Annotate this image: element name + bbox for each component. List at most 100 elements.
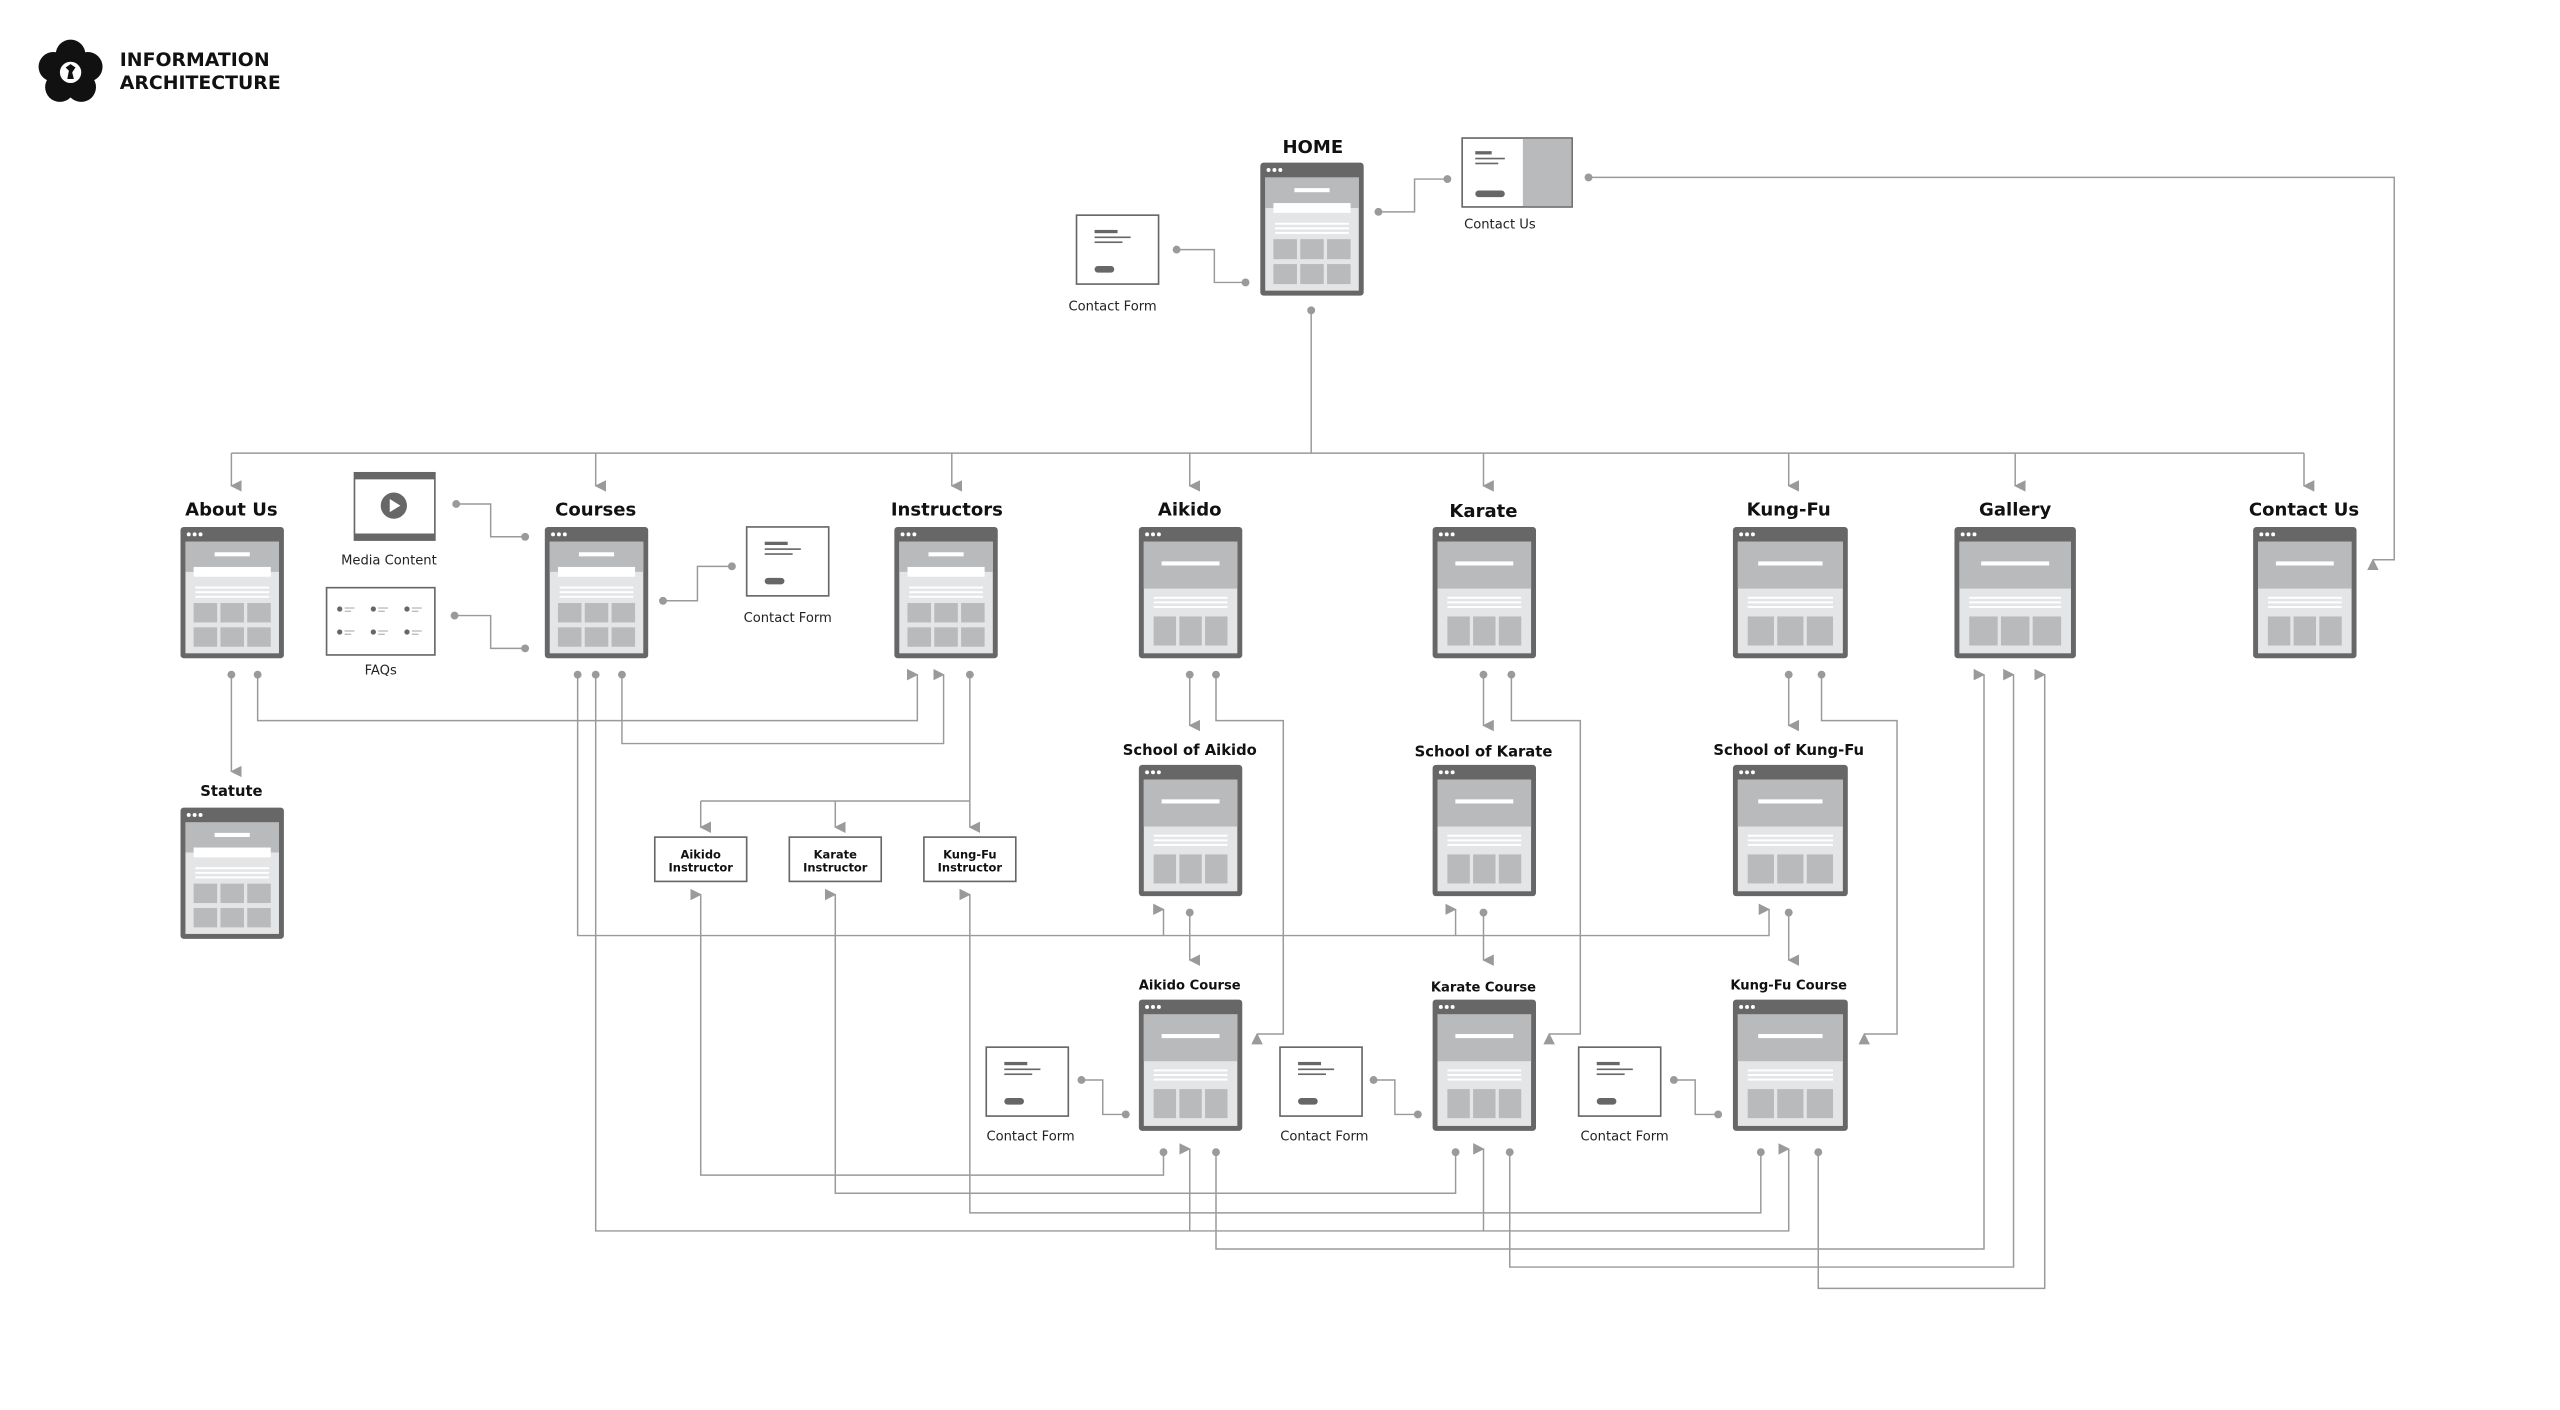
flower-crest-icon [38, 39, 103, 102]
media-content-card[interactable] [353, 471, 436, 541]
label-karate-instructor-2: Instructor [803, 861, 868, 875]
page-aikido-course[interactable] [1138, 999, 1243, 1131]
label-contact-form-home: Contact Form [1069, 299, 1157, 314]
connector-dot [1451, 1148, 1460, 1157]
connector-dot [591, 670, 600, 679]
contact-form-home[interactable] [1075, 214, 1160, 285]
connector-dot [521, 532, 530, 541]
connector-dot [1756, 1148, 1765, 1157]
connector-line [594, 674, 1790, 1232]
connector-line [256, 668, 919, 722]
connector-dot [659, 596, 667, 605]
connector-line [621, 668, 945, 745]
connector-line [1820, 674, 1898, 1045]
header-title-line2: ARCHITECTURE [120, 72, 281, 94]
connector-dot [1121, 1110, 1130, 1119]
label-school-of-aikido: School of Aikido [1123, 742, 1257, 759]
label-instructors: Instructors [891, 499, 1003, 520]
page-kung-fu-course[interactable] [1732, 999, 1848, 1131]
label-karate: Karate [1449, 501, 1517, 522]
header-title-line1: INFORMATION [120, 49, 270, 71]
label-statute: Statute [200, 783, 262, 800]
connector-dot [1185, 908, 1194, 917]
label-kung-fu-course: Kung-Fu Course [1730, 979, 1847, 994]
connector-dot [1307, 306, 1316, 315]
contact-form-karate[interactable] [1279, 1046, 1363, 1117]
connector-line [1509, 668, 2015, 1268]
connector-line [1215, 674, 1285, 1045]
aikido-instructor-box[interactable] [653, 836, 748, 883]
page-karate[interactable] [1432, 526, 1536, 659]
label-school-of-kung-fu: School of Kung-Fu [1713, 742, 1864, 759]
contact-form-aikido[interactable] [985, 1046, 1070, 1117]
connector-dot [965, 670, 974, 679]
connector-line [1588, 176, 2395, 571]
connector-dot [1505, 1148, 1514, 1157]
connector-line [662, 565, 732, 602]
label-aikido-course: Aikido Course [1139, 979, 1241, 994]
label-media-content: Media Content [341, 554, 437, 569]
connector-dot [253, 670, 262, 679]
contact-form-kung-fu[interactable] [1577, 1046, 1662, 1117]
connector-line [1176, 248, 1246, 284]
nodes [180, 137, 2357, 1131]
connector-line [1378, 178, 1448, 213]
connector-dot [1479, 670, 1488, 679]
label-contact-us-home: Contact Us [1464, 217, 1536, 232]
label-faqs: FAQs [365, 664, 397, 679]
page-home[interactable] [1260, 162, 1364, 296]
connector-dot [1212, 670, 1220, 679]
page-contact-us[interactable] [2253, 526, 2357, 659]
connector-line [454, 614, 526, 650]
page-statute[interactable] [180, 807, 284, 939]
contact-form-courses[interactable] [745, 526, 830, 597]
connector-line [1817, 668, 2046, 1290]
connector-dot [727, 562, 736, 571]
connector-dot [1669, 1076, 1678, 1084]
connector-line [456, 503, 526, 538]
page-school-of-aikido[interactable] [1138, 764, 1243, 897]
connector-dot [1784, 908, 1793, 917]
page-school-of-kung-fu[interactable] [1732, 764, 1848, 897]
page-gallery[interactable] [1954, 526, 2076, 659]
connector-dot [1814, 1148, 1823, 1157]
kung-fu-instructor-box[interactable] [923, 836, 1017, 883]
connector-dot [1714, 1110, 1723, 1119]
connector-dot [450, 611, 459, 620]
label-about-us: About Us [185, 499, 277, 520]
connector-dot [1369, 1076, 1378, 1084]
connector-dot [1374, 207, 1383, 216]
label-home: HOME [1282, 137, 1343, 158]
connector-dot [573, 670, 582, 679]
page-courses[interactable] [544, 526, 649, 659]
connector-dot [1185, 670, 1194, 679]
page-about-us[interactable] [180, 526, 284, 659]
karate-instructor-box[interactable] [788, 836, 883, 883]
page-aikido[interactable] [1138, 526, 1243, 659]
connector-dot [1584, 173, 1593, 182]
label-courses: Courses [555, 499, 636, 520]
connector-line [576, 674, 1771, 937]
connector-dot [1241, 278, 1250, 287]
connector-line [959, 888, 1762, 1214]
page-karate-course[interactable] [1432, 999, 1536, 1131]
page-kung-fu[interactable] [1732, 526, 1848, 659]
connector-dot [1443, 175, 1452, 183]
label-aikido: Aikido [1158, 499, 1222, 520]
connectors [227, 173, 2395, 1290]
labels: HOME Contact Form Contact Us About Us Me… [185, 137, 2359, 1145]
page-school-of-karate[interactable] [1432, 764, 1536, 897]
connector-line [824, 888, 1457, 1194]
connector-dot [452, 500, 461, 508]
label-contact-form-kung-fu: Contact Form [1581, 1130, 1669, 1145]
page-instructors[interactable] [894, 526, 998, 659]
faqs-card[interactable] [325, 586, 436, 656]
label-karate-instructor-1: Karate [814, 847, 858, 861]
label-contact-us: Contact Us [2249, 499, 2359, 520]
label-gallery: Gallery [1979, 499, 2052, 520]
connector-line [690, 888, 1165, 1176]
connector-dot [1212, 1148, 1220, 1157]
header: INFORMATION ARCHITECTURE [38, 39, 281, 102]
contact-us-card[interactable] [1461, 137, 1573, 208]
